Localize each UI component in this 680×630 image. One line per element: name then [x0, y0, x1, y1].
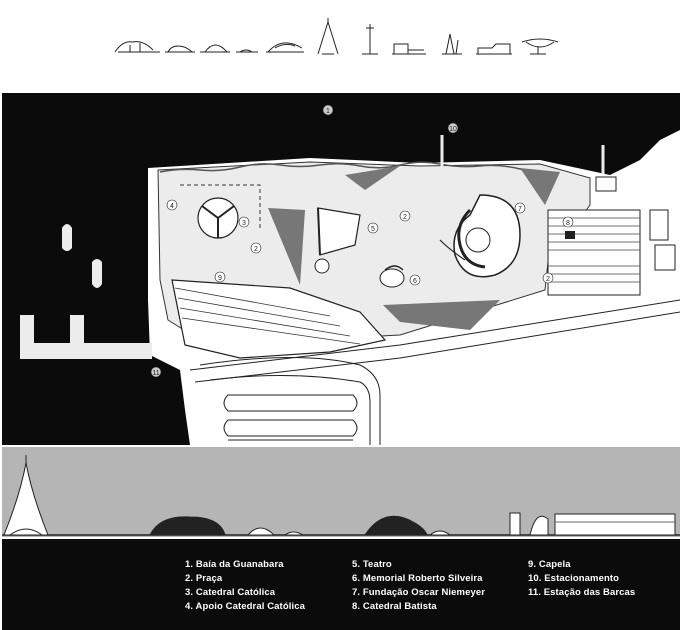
section-building-7: [529, 515, 549, 536]
legend-item-10: 10. Estacionamento: [528, 573, 620, 584]
section-building-8: [554, 513, 676, 536]
marker-10: 9: [214, 271, 226, 283]
section-dome-1: [246, 527, 276, 536]
svg-text:11: 11: [152, 370, 159, 377]
section-cathedral: [3, 462, 49, 536]
building-sketches-strip: [114, 18, 559, 55]
svg-text:2: 2: [546, 276, 550, 283]
legend-item-2: 2. Praça: [185, 573, 223, 584]
parking-rows: [223, 394, 358, 441]
legend-column-2: 5. Teatro 6. Memorial Roberto Silveira 7…: [352, 558, 485, 613]
marker-3: 3: [238, 216, 250, 228]
section-building-4: [364, 515, 428, 536]
sketch-5: [266, 42, 304, 53]
legend-item-4: 4. Apoio Catedral Católica: [185, 601, 305, 612]
marker-2a: 2: [250, 242, 262, 254]
catedral-batista: [547, 209, 641, 296]
legend-background: [2, 539, 680, 630]
svg-text:8: 8: [566, 220, 570, 227]
legend-item-3: 3. Catedral Católica: [185, 587, 276, 598]
svg-text:1: 1: [326, 108, 330, 115]
section-buildings: [3, 455, 676, 536]
sketch-3: [200, 44, 230, 53]
legend-item-6: 6. Memorial Roberto Silveira: [352, 573, 483, 584]
svg-text:6: 6: [413, 278, 417, 285]
marker-8: 8: [562, 216, 574, 228]
section-building-3: [283, 531, 305, 536]
sketch-mac: [521, 38, 559, 55]
sketch-8: [392, 43, 426, 55]
marker-2c: 2: [542, 272, 554, 284]
marker-11: 11: [150, 366, 162, 378]
legend-item-11: 11. Estação das Barcas: [528, 587, 636, 598]
planting-wedge-center: [345, 166, 400, 190]
svg-text:10: 10: [449, 126, 457, 133]
legend-column-1: 1. Baía da Guanabara 2. Praça 3. Catedra…: [185, 558, 305, 613]
catedral-catolica: [197, 197, 239, 239]
svg-text:4: 4: [170, 203, 174, 210]
legend-item-7: 7. Fundação Oscar Niemeyer: [352, 587, 486, 598]
city-blocks-right: [595, 176, 676, 271]
sketch-10: [476, 43, 512, 55]
planting-wedge-right: [520, 168, 560, 205]
sketch-1: [114, 41, 160, 53]
legend-item-1: 1. Baía da Guanabara: [185, 559, 284, 570]
svg-text:3: 3: [242, 220, 246, 227]
planting-strip-bottom: [383, 300, 500, 330]
section-building-6: [509, 512, 521, 536]
legend-column-3: 9. Capela 10. Estacionamento 11. Estação…: [528, 558, 635, 599]
svg-text:9: 9: [218, 275, 222, 282]
sketch-tower: [362, 24, 378, 55]
plan-markers: 1 10 4 3 2 2 2 5 6 7 8 9 11: [150, 104, 574, 378]
roads: [189, 299, 680, 445]
legend-item-5: 5. Teatro: [352, 559, 392, 570]
marker-7: 7: [514, 202, 526, 214]
sketch-2: [165, 45, 195, 53]
legend-item-8: 8. Catedral Batista: [352, 601, 437, 612]
svg-text:2: 2: [254, 246, 258, 253]
marker-2b: 2: [399, 210, 411, 222]
planting-wedge-left: [268, 208, 305, 285]
marker-9: 10: [447, 122, 459, 134]
marker-1: 1: [322, 104, 334, 116]
sketch-4: [236, 49, 258, 53]
section-building-5: [428, 530, 452, 536]
marker-6: 6: [409, 274, 421, 286]
marker-4: 4: [166, 199, 178, 211]
fundacao-oscar-niemeyer: [439, 194, 521, 278]
boat-1: [62, 224, 72, 251]
legend: 1. Baía da Guanabara 2. Praça 3. Catedra…: [0, 558, 680, 628]
svg-text:2: 2: [403, 214, 407, 221]
plaza-edge: [159, 161, 551, 176]
memorial-roberto-silveira: [379, 265, 405, 288]
svg-text:5: 5: [371, 226, 375, 233]
sketch-9: [442, 33, 462, 55]
estacionamento: [171, 279, 387, 359]
barcas-pier: [20, 315, 152, 359]
section-building-2: [149, 516, 226, 536]
apoio-dashed-outline: [180, 184, 261, 230]
boat-2: [92, 259, 102, 288]
svg-text:7: 7: [518, 206, 522, 213]
legend-item-9: 9. Capela: [528, 559, 571, 570]
sketch-cathedral: [317, 18, 339, 55]
marker-5: 5: [367, 222, 379, 234]
teatro: [314, 207, 361, 274]
